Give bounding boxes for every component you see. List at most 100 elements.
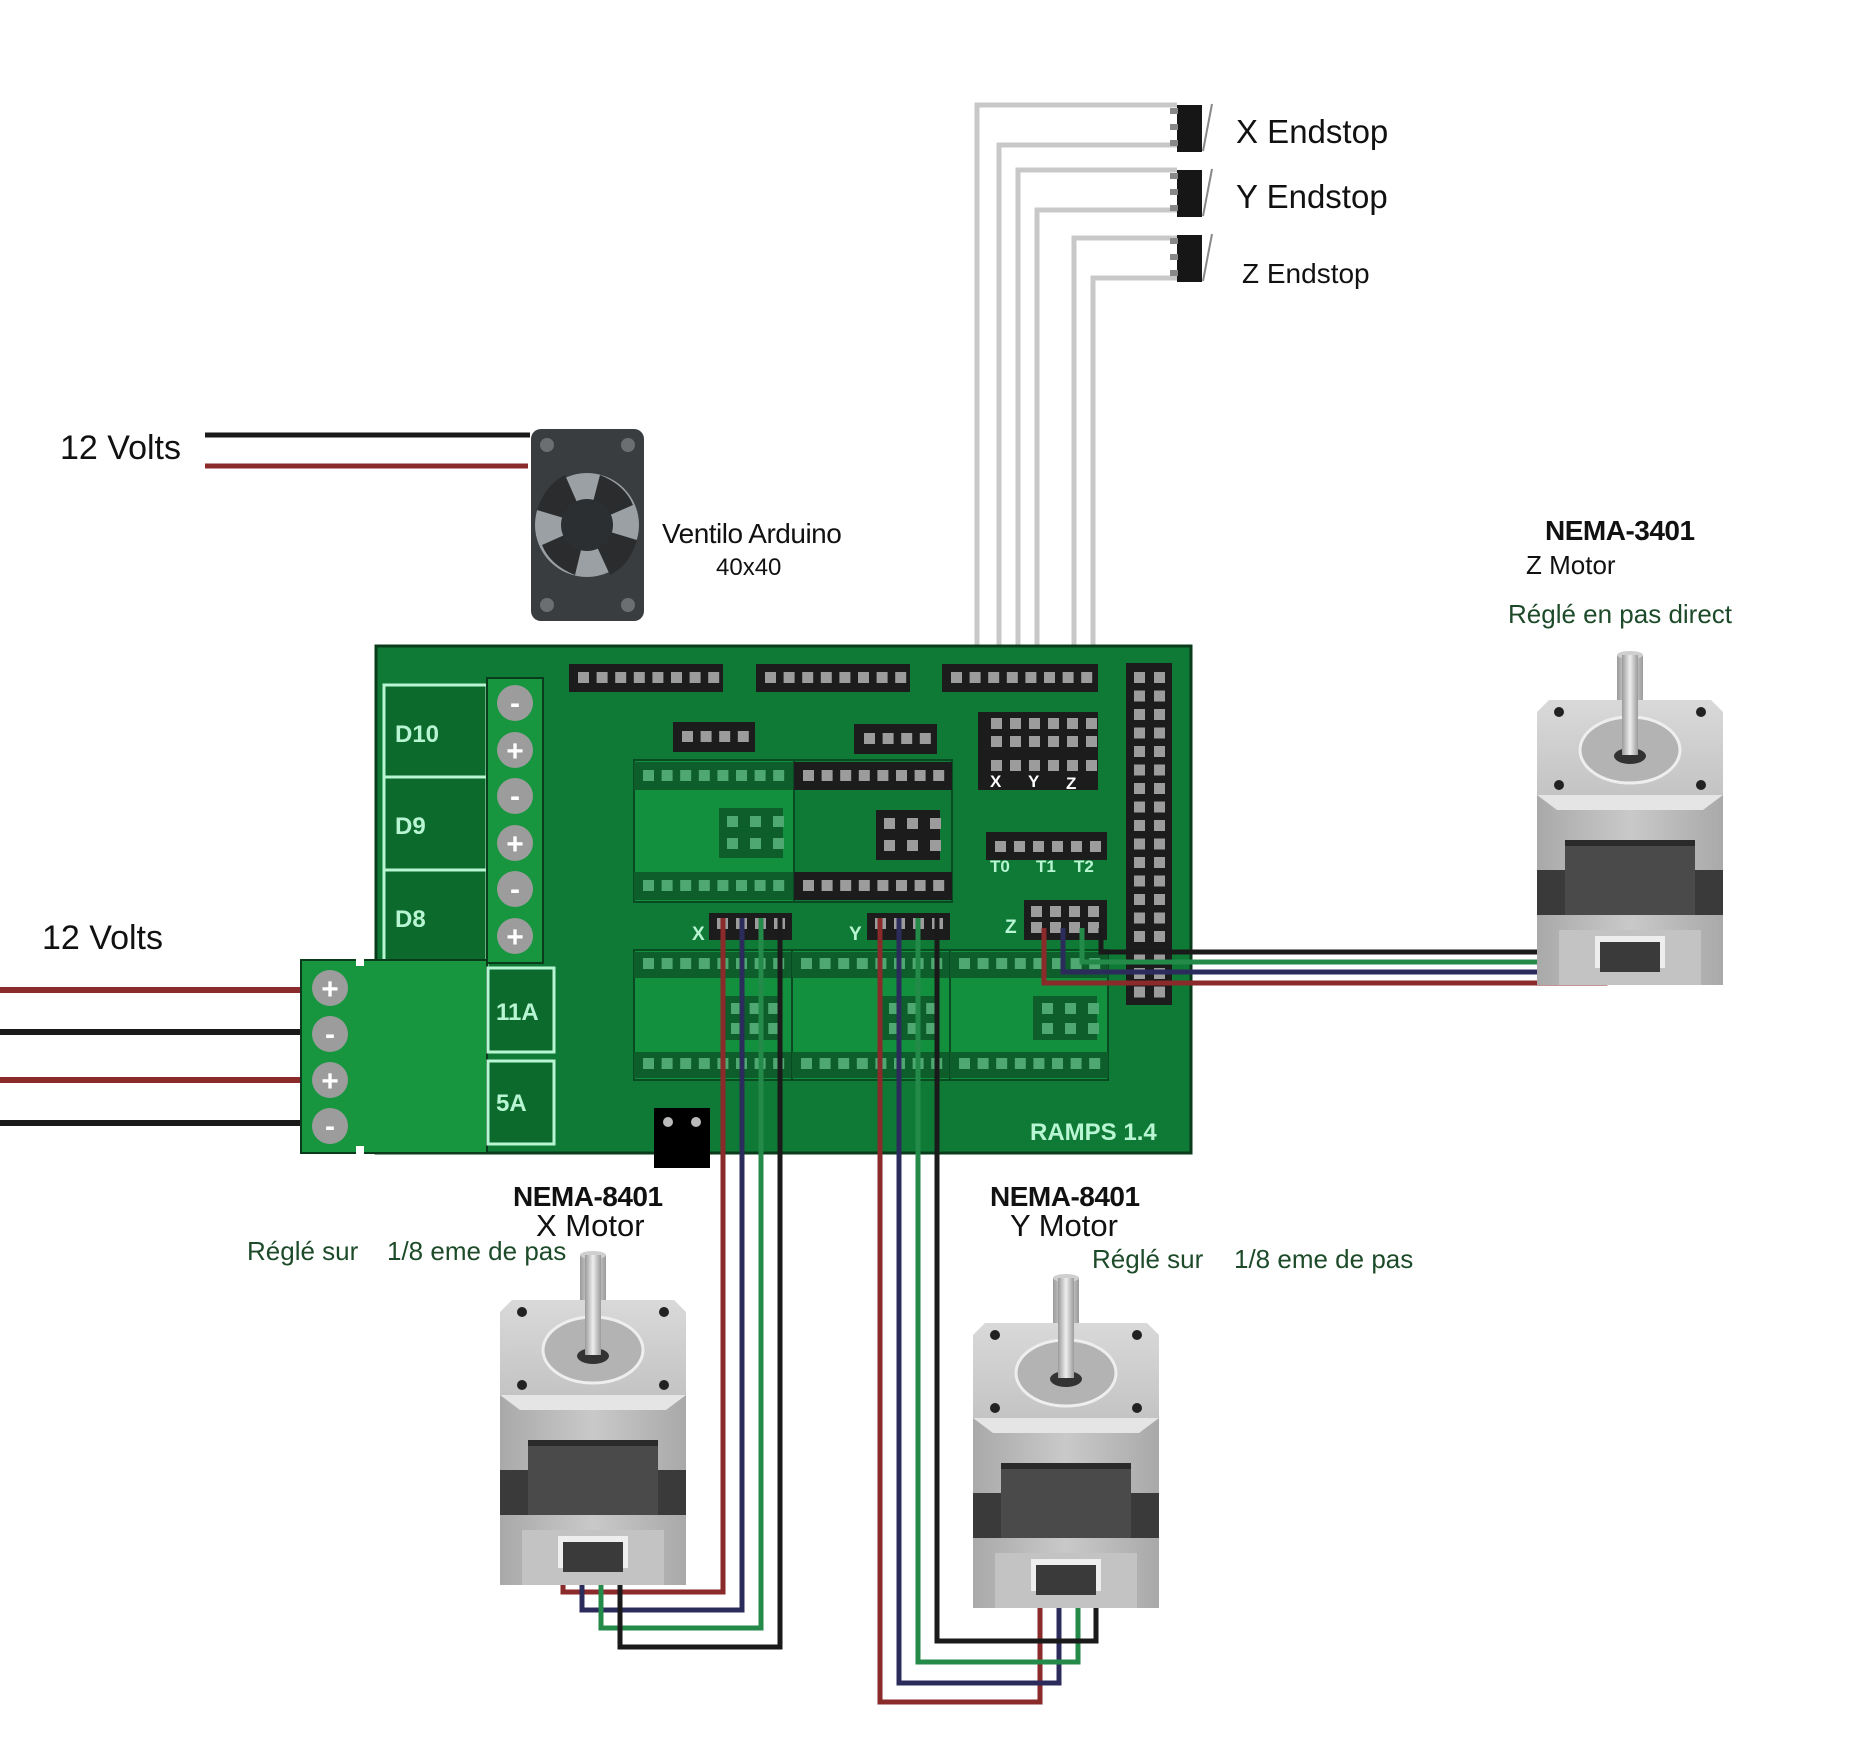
header-pin <box>1088 906 1099 917</box>
header-pin <box>907 840 918 851</box>
header-pin <box>988 672 1000 683</box>
y-motor-setting-value: 1/8 eme de pas <box>1234 1244 1413 1274</box>
header-pin <box>884 840 895 851</box>
header-pin <box>773 880 785 891</box>
header-pin <box>801 958 812 969</box>
header-pin <box>901 733 913 744</box>
header-pin <box>889 1003 900 1014</box>
terminal-d9-plus: + <box>506 828 524 861</box>
header-pin <box>930 840 941 851</box>
header-pin <box>1029 760 1040 771</box>
header-pin <box>661 1058 673 1069</box>
header-pin <box>896 880 907 891</box>
output-block-d10: D10 <box>382 683 489 783</box>
header-pin <box>1042 1003 1053 1014</box>
header-pin <box>1014 958 1026 969</box>
header-pin <box>1006 672 1018 683</box>
header-pin <box>661 770 673 781</box>
header-pin <box>856 958 868 969</box>
y-wire-black <box>934 918 1099 1644</box>
output-label-d10: D10 <box>395 721 439 748</box>
header-pin <box>749 1023 761 1034</box>
header-pin <box>727 816 738 827</box>
motor-connector-label-z: Z <box>1005 917 1017 938</box>
y-motor-model: NEMA-8401 <box>990 1181 1140 1212</box>
motor-connector-label-y: Y <box>849 924 862 945</box>
x-endstop-wire-1 <box>974 102 1177 739</box>
header-pin <box>959 958 970 969</box>
terminal-d9-minus: - <box>510 780 520 813</box>
output-block-d9: D9 <box>382 775 489 875</box>
header-pin <box>1134 986 1145 998</box>
header-pin <box>737 731 749 742</box>
header-pin <box>1088 922 1099 933</box>
endstop-switch-z <box>1170 233 1213 282</box>
driver-socket-e1 <box>793 759 953 903</box>
header-pins <box>578 672 1165 1069</box>
header-pin <box>889 1023 900 1034</box>
header-pin <box>736 770 747 781</box>
header-pin <box>1031 922 1042 933</box>
header-pin <box>783 672 795 683</box>
y-wire-green <box>915 918 1081 1665</box>
x-wire-black <box>617 918 783 1650</box>
header-pin <box>1154 949 1165 961</box>
endstop-header-label-y: Y <box>1028 772 1040 791</box>
power-wires <box>0 987 305 1126</box>
header-pin <box>1065 1003 1076 1014</box>
header-pin <box>719 731 731 742</box>
output-label-d8: D8 <box>395 906 426 933</box>
y-stepper-motor-icon <box>971 1272 1161 1610</box>
header-pin <box>1033 958 1045 969</box>
header-pin <box>819 958 831 969</box>
x-endstop-wire-2 <box>996 142 1177 718</box>
header-pin <box>1154 709 1165 720</box>
x-endstop-label: X Endstop <box>1236 113 1388 150</box>
header-pin <box>1088 1023 1099 1034</box>
header-pin <box>1069 922 1080 933</box>
terminal-d10-plus: + <box>506 735 524 768</box>
header-pin <box>698 958 710 969</box>
header-pin <box>1154 894 1165 905</box>
endstop-switch-x <box>1170 103 1213 152</box>
header-pin <box>1033 841 1044 852</box>
header-pin <box>896 770 907 781</box>
fan-name-label: Ventilo Arduino <box>662 518 841 549</box>
header-pin <box>1154 783 1165 794</box>
header-pin <box>819 1058 831 1069</box>
header-pin <box>1134 949 1145 961</box>
fan-icon <box>531 429 644 621</box>
header-pin <box>708 672 720 683</box>
header-pin <box>858 770 870 781</box>
endstop-header-label-z: Z <box>1066 774 1076 793</box>
header-pin <box>1052 958 1063 969</box>
thermistor-header <box>986 832 1107 860</box>
x-motor-model: NEMA-8401 <box>513 1181 663 1212</box>
header-pin <box>1048 718 1059 729</box>
header-pin <box>1134 820 1145 831</box>
header-pin <box>933 770 945 781</box>
header-pin <box>1069 906 1080 917</box>
header-pin <box>1033 1058 1045 1069</box>
header-pin <box>820 672 832 683</box>
header-pin <box>750 816 761 827</box>
header-pin <box>773 816 784 827</box>
y-motor-wires <box>877 918 1099 1705</box>
ramps-board: D10 D9 D8 - + - + - + + - + - <box>300 644 1193 1168</box>
header-pin <box>926 1003 938 1014</box>
header-pin <box>1134 764 1145 776</box>
header-pin <box>876 672 888 683</box>
header-pin <box>1134 838 1145 850</box>
header-pin <box>856 1058 868 1069</box>
header-pin <box>951 672 962 683</box>
header-pin <box>661 958 673 969</box>
header-pin <box>1010 718 1021 729</box>
header-pin <box>1029 718 1040 729</box>
header-pin <box>1134 801 1145 813</box>
z-motor-setting: Réglé en pas direct <box>1508 599 1733 629</box>
header-pin <box>661 880 673 891</box>
header-pin <box>1154 857 1165 868</box>
header-pin <box>840 880 852 891</box>
z-endstop-wire-1 <box>1071 235 1177 718</box>
header-pin <box>1134 709 1145 720</box>
